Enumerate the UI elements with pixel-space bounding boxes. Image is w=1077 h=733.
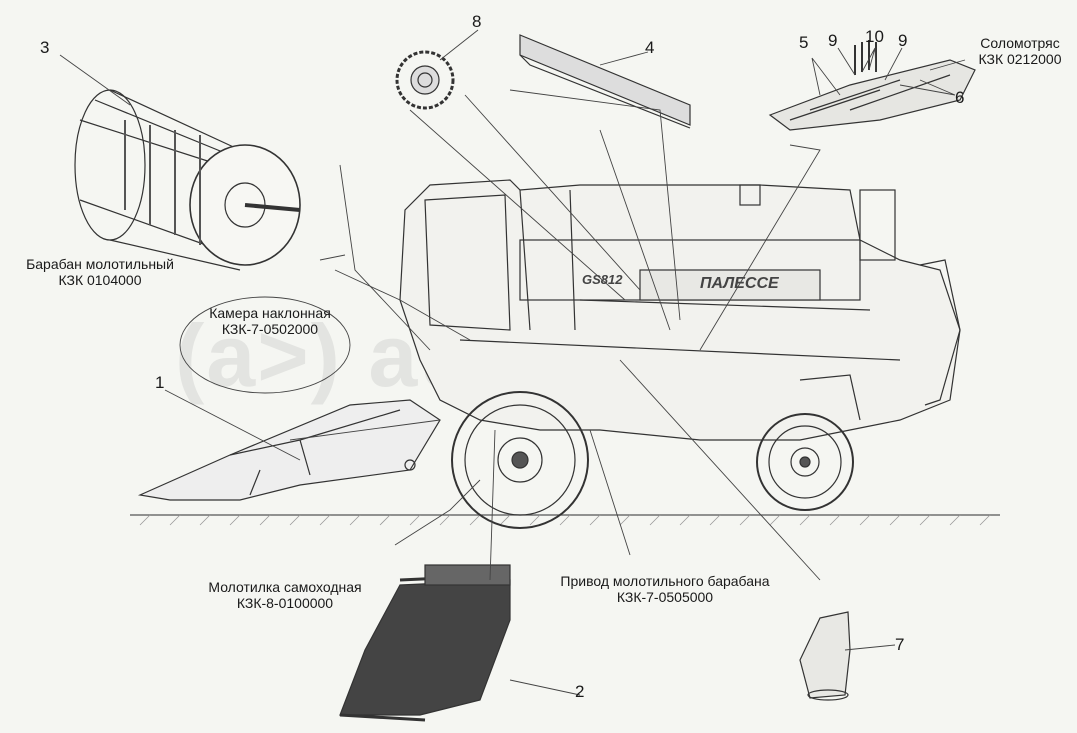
sieve-panel bbox=[519, 34, 691, 129]
callout-10: 10 bbox=[865, 27, 884, 46]
assembly-name: Соломотряс bbox=[980, 35, 1060, 51]
straw-walker bbox=[768, 40, 976, 131]
label-threshing-drum: Барабан молотильный КЗК 0104000 bbox=[15, 256, 185, 288]
combine-brand: ПАЛЕССЕ bbox=[700, 275, 779, 292]
combine-model: GS812 bbox=[582, 272, 623, 287]
rear-wheel bbox=[756, 413, 854, 511]
callout-2: 2 bbox=[575, 682, 585, 701]
label-feeder: Камера наклонная КЗК-7-0502000 bbox=[205, 305, 335, 337]
assembly-code: КЗК-8-0100000 bbox=[236, 595, 334, 611]
assembly-name: Привод молотильного барабана bbox=[560, 573, 770, 589]
assembly-code: КЗК-7-0505000 bbox=[616, 589, 714, 605]
threshing-drum bbox=[74, 89, 301, 271]
leader-lines bbox=[59, 29, 966, 696]
label-thresher: Молотилка самоходная КЗК-8-0100000 bbox=[190, 579, 380, 611]
callout-1: 1 bbox=[155, 373, 165, 392]
callout-6: 6 bbox=[955, 88, 965, 107]
assembly-code: КЗК 0104000 bbox=[58, 272, 142, 288]
elbow-pipe bbox=[799, 611, 851, 701]
assembly-code: КЗК-7-0502000 bbox=[221, 321, 319, 337]
feeder-housing bbox=[137, 399, 441, 501]
feeder-highlight-oval bbox=[179, 296, 351, 394]
callout-7: 7 bbox=[895, 635, 905, 654]
front-wheel bbox=[451, 391, 589, 529]
callout-9b: 9 bbox=[898, 31, 908, 50]
sprocket bbox=[395, 50, 455, 110]
assembly-name: Молотилка самоходная bbox=[208, 579, 362, 595]
concave bbox=[339, 564, 511, 722]
callout-8: 8 bbox=[472, 12, 482, 31]
callout-5: 5 bbox=[799, 33, 809, 52]
callout-9: 9 bbox=[828, 31, 838, 50]
assembly-name: Барабан молотильный bbox=[26, 256, 174, 272]
label-drum-drive: Привод молотильного барабана КЗК-7-05050… bbox=[540, 573, 790, 605]
assembly-name: Камера наклонная bbox=[209, 305, 331, 321]
combine-body bbox=[399, 179, 961, 441]
assembly-code: КЗК 0212000 bbox=[978, 51, 1062, 67]
ground-line bbox=[130, 514, 1000, 526]
callout-4: 4 bbox=[645, 38, 655, 57]
label-straw-walker: Соломотряс КЗК 0212000 bbox=[965, 35, 1075, 67]
callout-3: 3 bbox=[40, 38, 50, 57]
